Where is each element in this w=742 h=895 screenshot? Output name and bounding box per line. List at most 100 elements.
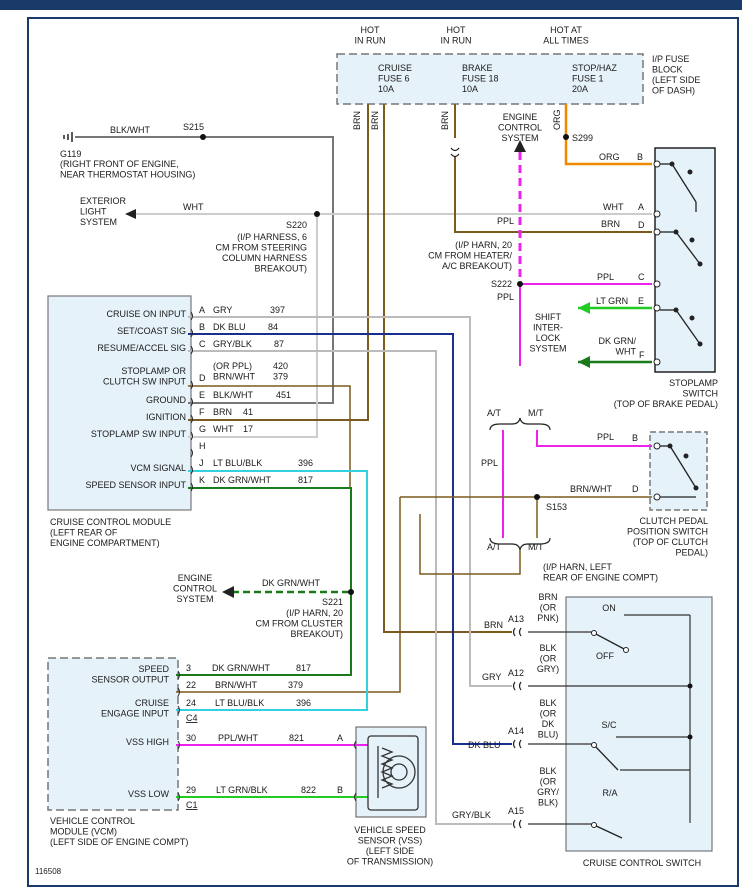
ccm-pin-k: K	[199, 475, 205, 485]
pin-f-dkgrn: F	[639, 350, 645, 360]
wire-brn-wht-d	[188, 385, 351, 488]
ccm-wire-0: GRY	[213, 305, 232, 315]
vcm-circuit-0: 817	[296, 663, 311, 673]
ccm-input-4: GROUND	[146, 395, 186, 405]
cruise-conn-1: A12	[508, 668, 524, 678]
cruise-left-wire-0: BRN	[484, 620, 503, 630]
wire-gry	[188, 316, 512, 687]
exterior-light-wire: WHT	[183, 202, 204, 212]
cruise-pos-on: ON	[602, 603, 616, 613]
s220-splice: S220	[286, 220, 307, 230]
vcm-wire-0: DK GRN/WHT	[212, 663, 270, 673]
vcm-pin-0: 3	[186, 663, 191, 673]
vcm-wire-3: PPL/WHT	[218, 733, 259, 743]
vcm-c1: C1	[186, 800, 198, 810]
wire-dk-blu	[188, 333, 512, 745]
wire-ignition	[188, 104, 369, 421]
ccm-pin-c: C	[199, 339, 206, 349]
vss-pin-a: A	[337, 733, 343, 743]
cruise-conn-0: A13	[508, 614, 524, 624]
at-label-2: A/T	[487, 542, 502, 552]
stoplamp-switch-contacts	[660, 163, 701, 345]
ccm-wire-6: WHT	[213, 424, 234, 434]
pin-c-ppl: C	[638, 272, 645, 282]
brnwht-d-label: BRN/WHT	[570, 484, 612, 494]
switch-pin-circles	[591, 160, 661, 828]
vcm-pin-1: 22	[186, 680, 196, 690]
figure-number: 116508	[35, 867, 62, 876]
ccm-circuit-6: 17	[243, 424, 253, 434]
pin-a-wht: A	[638, 202, 644, 212]
wire-ppl-mt	[536, 430, 652, 447]
ccm-input-0: CRUISE ON INPUT	[106, 309, 186, 319]
cruise-left-wire-1: GRY	[482, 672, 501, 682]
cruise-switch-connectors	[450, 147, 522, 829]
ccm-wire-2: GRY/BLK	[213, 339, 252, 349]
ccm-pin-j: J	[199, 458, 204, 468]
wire-lt-blu-blk	[176, 470, 368, 711]
cruise-switch-blade-3	[593, 824, 623, 839]
cruise-left-wire-3: GRY/BLK	[452, 810, 491, 820]
ccm-circuit-1: 84	[268, 322, 278, 332]
wire-label-brn-3: BRN	[440, 111, 450, 130]
stoplamp-switch-contact-dots	[669, 161, 703, 347]
clutch-switch-contact-dots	[667, 443, 699, 491]
fuse-block-box	[336, 53, 644, 105]
vss-sensor-icon	[367, 735, 419, 811]
ecs-top-arrow-icon	[514, 140, 526, 152]
vcm-wire-1: BRN/WHT	[215, 680, 257, 690]
vcm-pin-3: 30	[186, 733, 196, 743]
ccm-pin-g: G	[199, 424, 206, 434]
vcm-circuit-4: 822	[301, 785, 316, 795]
cruise-pos-off: OFF	[596, 651, 614, 661]
cruise-switch-box	[565, 596, 713, 852]
org-b-label: ORG	[599, 152, 620, 162]
s222-splice: S222	[491, 279, 512, 289]
ground-splice: S215	[183, 122, 204, 132]
pin-d-brn: D	[638, 220, 645, 230]
vcm-box	[47, 657, 179, 811]
ccm-input-8: SPEED SENSOR INPUT	[85, 480, 186, 490]
ccm-wire-8: LT BLU/BLK	[213, 458, 262, 468]
cruise-switch-blade-1	[593, 632, 627, 651]
ccm-input-2: RESUME/ACCEL SIG	[97, 343, 186, 353]
vcm-circuit-3: 821	[289, 733, 304, 743]
ground-name: G119	[60, 149, 81, 159]
ccm-input-7: VCM SIGNAL	[130, 463, 186, 473]
wire-label-org: ORG	[552, 109, 562, 130]
ccm-input-6: STOPLAMP SW INPUT	[91, 429, 187, 439]
wire-brake-brn-2	[454, 157, 652, 233]
wire-gry-blk	[188, 350, 512, 825]
shift-interlock-w2: DK GRN/WHT	[598, 336, 636, 357]
pin-b-org: B	[637, 152, 643, 162]
at-mt-brackets	[489, 417, 551, 551]
vcm-circuit-2: 396	[296, 698, 311, 708]
vcm-c4: C4	[186, 713, 198, 723]
cruise-left-wire-2: DK BLU	[468, 740, 501, 750]
mt-label-2: M/T	[528, 542, 544, 552]
vcm-row-3: VSS HIGH	[126, 737, 169, 747]
vcm-pin-4: 29	[186, 785, 196, 795]
diagram-frame	[27, 17, 739, 887]
cruise-conn-2: A14	[508, 726, 524, 736]
pin-d-brnwht: D	[632, 484, 639, 494]
vcm-row-4: VSS LOW	[128, 789, 170, 799]
